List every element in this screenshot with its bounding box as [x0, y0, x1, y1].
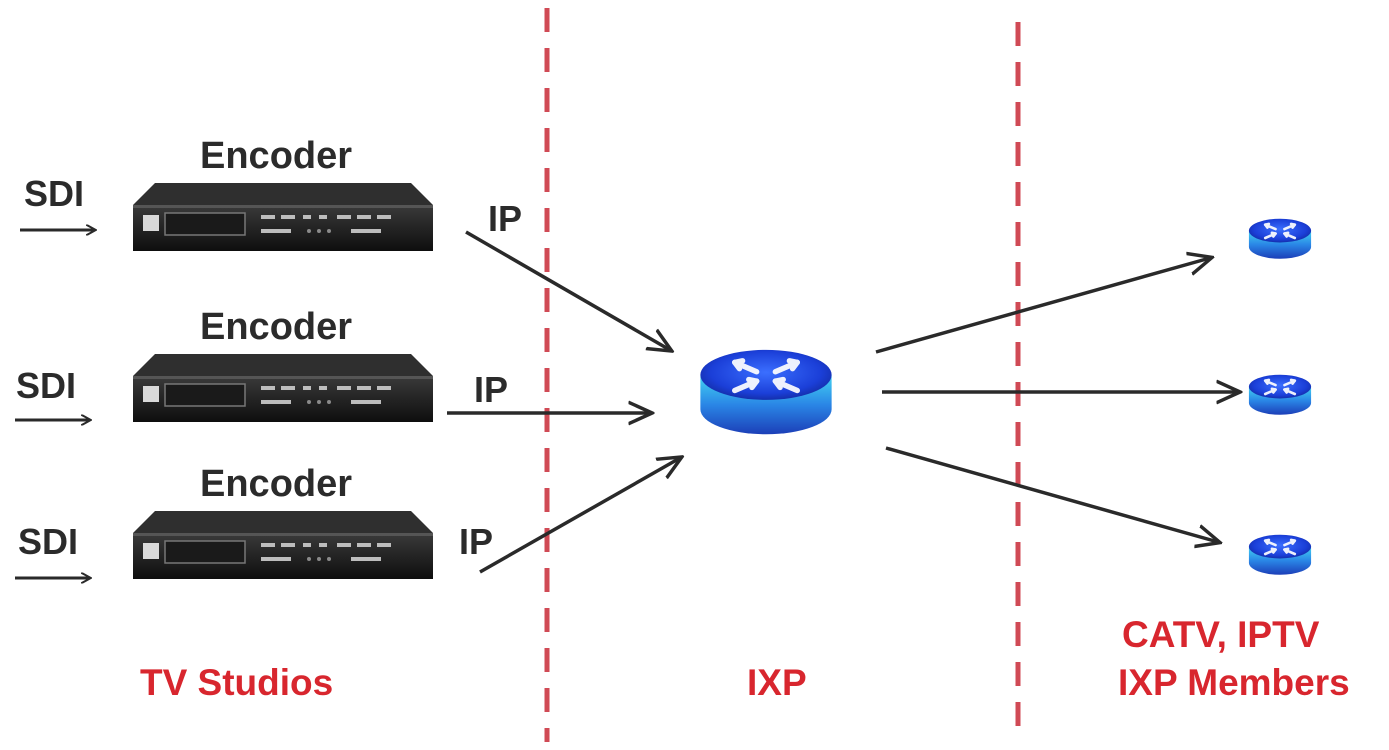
zone-label-tv-studios: TV Studios	[140, 662, 334, 703]
encoder-device-icon	[133, 183, 433, 252]
ip-label: IP	[459, 521, 494, 562]
router-icon	[1243, 208, 1317, 268]
zone-label-ixp: IXP	[747, 662, 807, 703]
encoder-label: Encoder	[200, 306, 353, 348]
ip-arrow-1	[465, 230, 670, 350]
router-icon	[1243, 364, 1317, 424]
encoder-device-icon	[133, 511, 433, 580]
router-icon	[688, 328, 844, 453]
zone-label-members-line1: CATV, IPTV	[1122, 614, 1320, 655]
ip-label: IP	[474, 369, 509, 410]
encoder-device-icon	[133, 354, 433, 423]
member-arrow-1	[875, 258, 1210, 354]
router-icon	[1243, 524, 1317, 584]
sdi-label: SDI	[16, 365, 77, 406]
zone-label-members-line2: IXP Members	[1118, 662, 1350, 703]
ip-arrow-3	[479, 458, 680, 574]
member-arrow-3	[885, 446, 1218, 542]
ip-label: IP	[488, 198, 523, 239]
sdi-label: SDI	[24, 173, 85, 214]
encoder-label: Encoder	[200, 135, 353, 177]
sdi-label: SDI	[18, 521, 79, 562]
encoder-label: Encoder	[200, 463, 353, 505]
